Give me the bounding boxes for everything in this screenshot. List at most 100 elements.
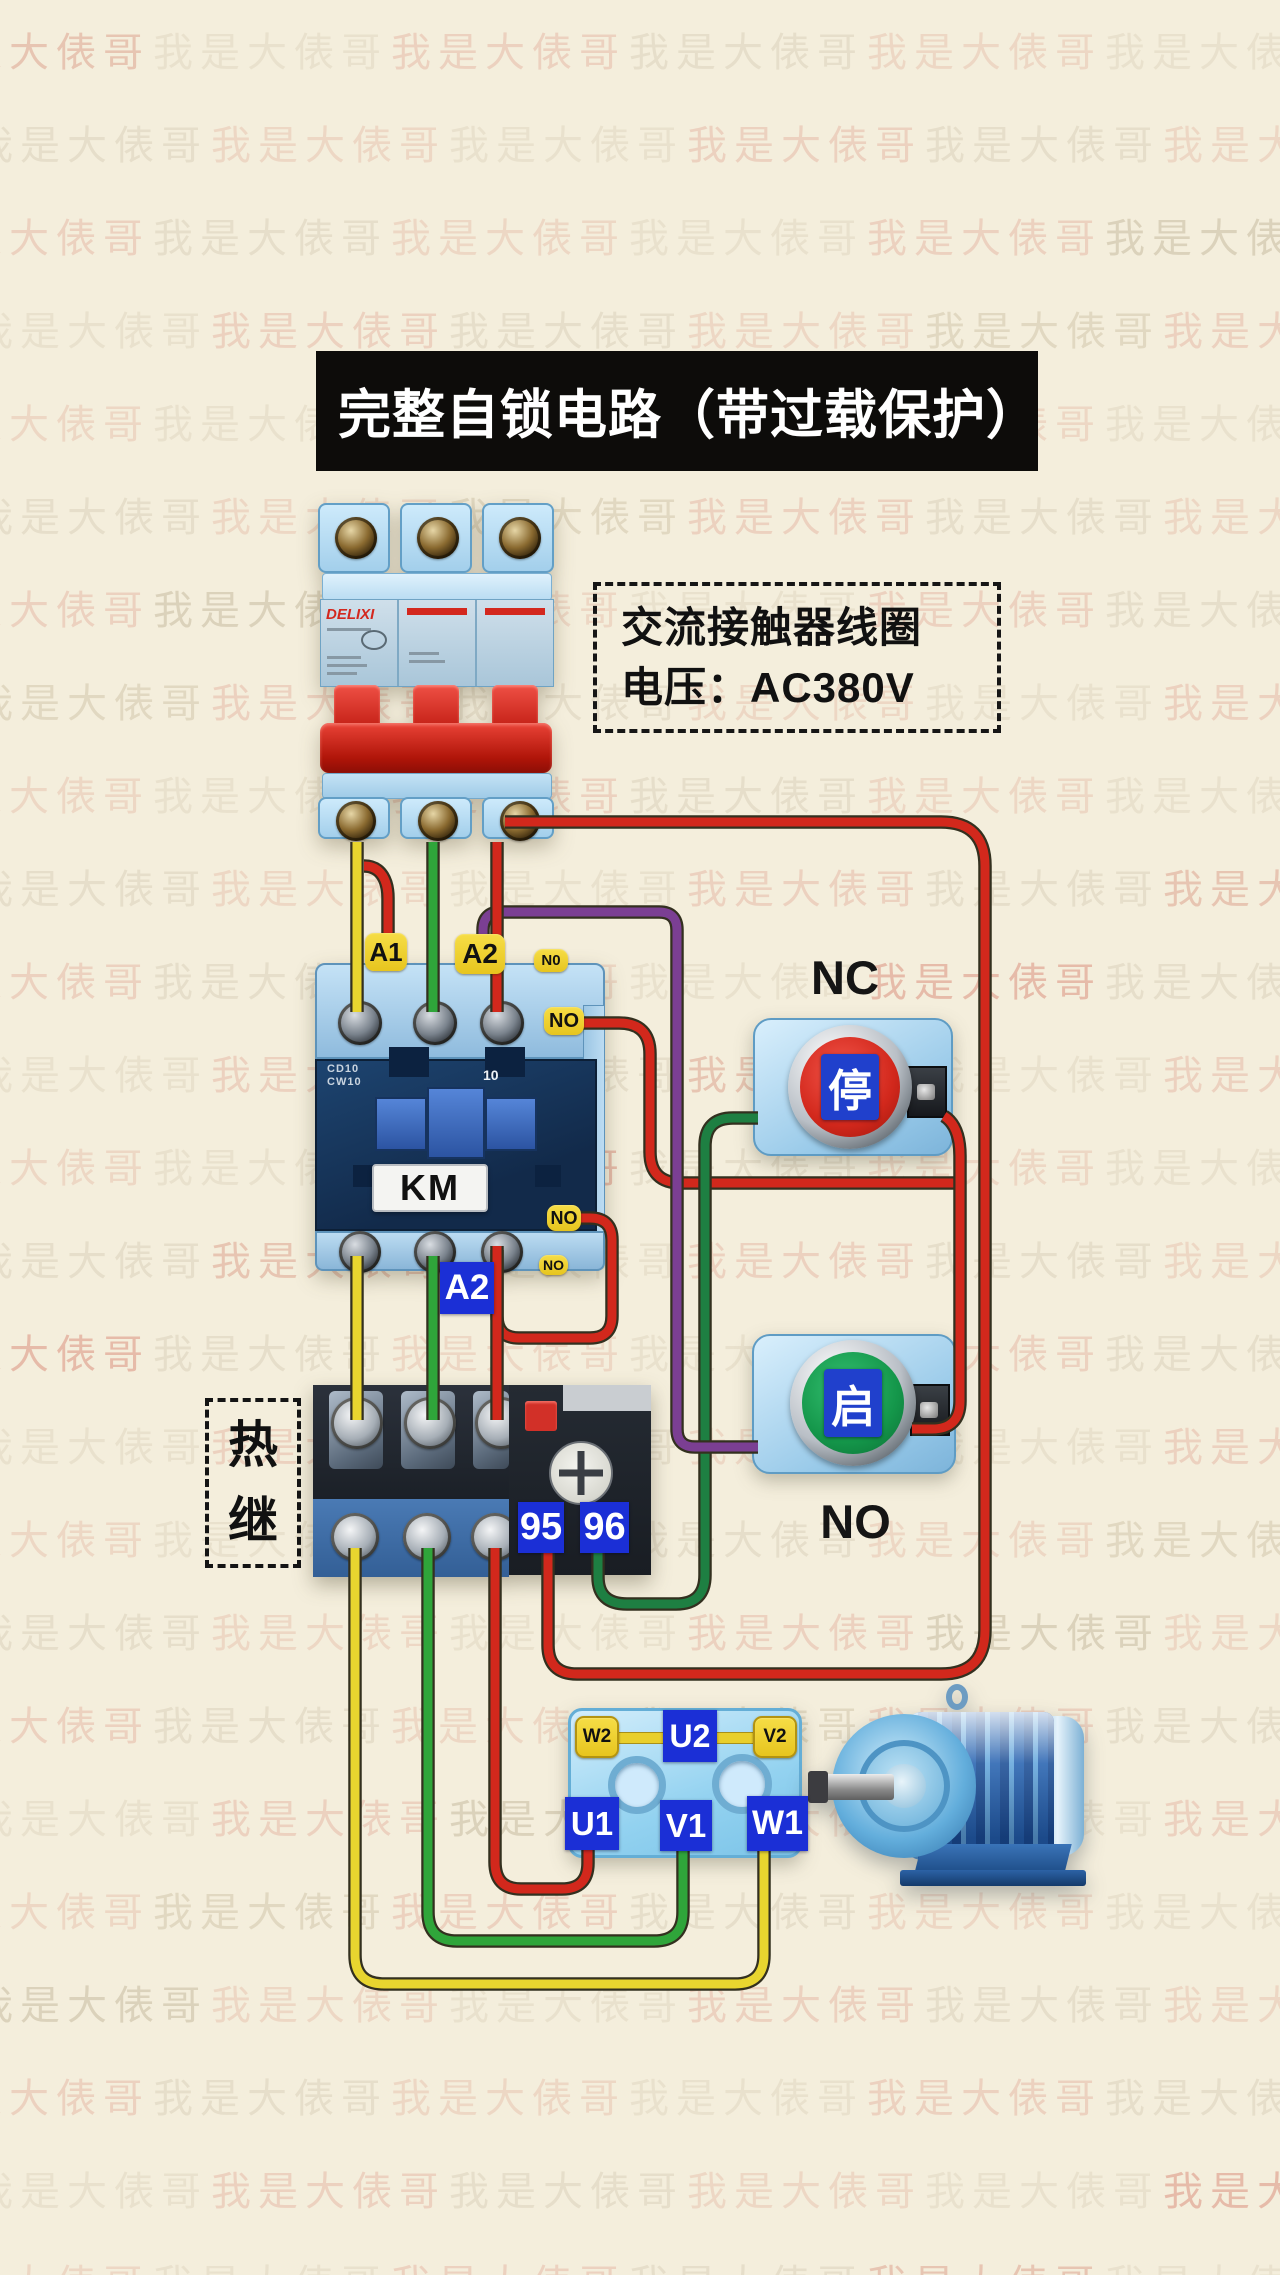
watermark-text: 我是大俵哥 <box>0 775 150 819</box>
breaker-bottom-terminals <box>318 797 554 841</box>
watermark-text: 我是大俵哥 <box>0 2170 208 2214</box>
motor-shaft <box>808 1771 894 1803</box>
watermark-text: 我是大俵哥 <box>925 496 1160 540</box>
watermark-text: 我是大俵哥 <box>925 1612 1160 1656</box>
terminal-tag-w2: W2 <box>575 1716 619 1758</box>
watermark-text: 我是大俵哥 <box>1163 1798 1280 1842</box>
watermark-text: 我是大俵哥 <box>391 2252 626 2275</box>
watermark-text: 我是大俵哥 <box>211 1798 446 1842</box>
watermark-text: 我是大俵哥 <box>1105 2077 1280 2121</box>
screw-icon <box>413 1001 457 1045</box>
watermark-text: 我是大俵哥 <box>687 496 922 540</box>
terminal-tag-w1: W1 <box>747 1796 808 1851</box>
coil-voltage-note: 交流接触器线圈 电压：AC380V <box>593 582 1001 733</box>
screw-icon <box>500 801 540 841</box>
watermark-text: 我是大俵哥 <box>1163 1612 1280 1656</box>
watermark-text: 我是大俵哥 <box>925 2170 1160 2214</box>
watermark-text: 我是大俵哥 <box>0 1612 208 1656</box>
watermark-text: 我是大俵哥 <box>1105 1705 1280 1749</box>
watermark-text: 我是大俵哥 <box>391 2077 626 2121</box>
watermark-text: 我是大俵哥 <box>0 1054 208 1098</box>
watermark-text: 我是大俵哥 <box>153 1891 388 1935</box>
watermark-text: 我是大俵哥 <box>0 496 208 540</box>
screw-icon <box>336 801 376 841</box>
brand-logo: DELIXI <box>326 606 375 623</box>
watermark-text: 我是大俵哥 <box>0 1147 150 1191</box>
contactor-km-tag: KM <box>372 1164 488 1212</box>
watermark-text: 我是大俵哥 <box>153 31 388 75</box>
watermark-text: 我是大俵哥 <box>211 868 446 912</box>
stop-button-char: 停 <box>821 1054 879 1120</box>
watermark-text: 我是大俵哥 <box>0 310 208 354</box>
screw-icon <box>339 1231 381 1273</box>
watermark-text: 我是大俵哥 <box>449 124 684 168</box>
watermark-text: 我是大俵哥 <box>1105 775 1280 819</box>
terminal-tag-96: 96 <box>580 1502 629 1553</box>
watermark-text: 我是大俵哥 <box>449 310 684 354</box>
watermark-text: 我是大俵哥 <box>0 217 150 261</box>
screw-icon <box>499 517 541 559</box>
watermark-text: 我是大俵哥 <box>867 2077 1102 2121</box>
terminal-tag-n0-top: N0 <box>534 949 568 972</box>
thermal-reset-button <box>525 1401 557 1431</box>
contactor-model-line1: CD10 <box>327 1063 360 1075</box>
watermark-text: 我是大俵哥 <box>629 2077 864 2121</box>
terminal-tag-a1: A1 <box>365 933 407 971</box>
watermark-text: 我是大俵哥 <box>153 1705 388 1749</box>
watermark-text: 我是大俵哥 <box>687 2170 922 2214</box>
watermark-text: 我是大俵哥 <box>1105 961 1280 1005</box>
watermark-text: 我是大俵哥 <box>1105 1333 1280 1377</box>
watermark-text: 我是大俵哥 <box>0 1240 208 1284</box>
watermark-text: 我是大俵哥 <box>211 1612 446 1656</box>
screw-icon <box>403 1513 451 1561</box>
watermark-text: 我是大俵哥 <box>925 124 1160 168</box>
thermal-top-terminals <box>313 1385 527 1499</box>
watermark-text: 我是大俵哥 <box>0 961 150 1005</box>
watermark-text: 我是大俵哥 <box>1163 496 1280 540</box>
watermark-text: 我是大俵哥 <box>1163 1054 1280 1098</box>
watermark-text: 我是大俵哥 <box>0 124 208 168</box>
watermark-text: 我是大俵哥 <box>687 1612 922 1656</box>
watermark-text: 我是大俵哥 <box>925 1240 1160 1284</box>
watermark-text: 我是大俵哥 <box>867 775 1102 819</box>
terminal-tag-a2: A2 <box>455 934 505 974</box>
thermal-dial <box>549 1441 613 1505</box>
watermark-text: 我是大俵哥 <box>391 1891 626 1935</box>
watermark-text: 我是大俵哥 <box>1105 1891 1280 1935</box>
terminal-tag-95: 95 <box>518 1502 564 1553</box>
watermark-text: 我是大俵哥 <box>1163 1426 1280 1470</box>
screw-icon <box>338 1001 382 1045</box>
title-bar: 完整自锁电路（带过载保护） <box>316 351 1039 471</box>
watermark-text: 我是大俵哥 <box>1105 1147 1280 1191</box>
watermark-text: 我是大俵哥 <box>0 1798 208 1842</box>
watermark-text: 我是大俵哥 <box>0 682 208 726</box>
breaker-faceplate: DELIXI <box>320 599 554 687</box>
watermark-text: 我是大俵哥 <box>449 868 684 912</box>
screw-icon <box>331 1397 383 1449</box>
breaker-handle <box>320 685 552 773</box>
cert-mark-icon <box>361 630 387 650</box>
watermark-text: 我是大俵哥 <box>1163 1984 1280 2028</box>
watermark-text: 我是大俵哥 <box>1163 310 1280 354</box>
watermark-text: 我是大俵哥 <box>211 124 446 168</box>
motor-eyebolt <box>946 1684 968 1710</box>
watermark-text: 我是大俵哥 <box>153 217 388 261</box>
watermark-text: 我是大俵哥 <box>1163 682 1280 726</box>
watermark-text: 我是大俵哥 <box>925 1054 1160 1098</box>
watermark-text: 我是大俵哥 <box>1163 1240 1280 1284</box>
watermark-text: 我是大俵哥 <box>925 1984 1160 2028</box>
screw-icon <box>404 1397 456 1449</box>
watermark-text: 我是大俵哥 <box>867 961 1102 1005</box>
terminal-tag-v2: V2 <box>753 1716 797 1758</box>
watermark-text: 我是大俵哥 <box>0 868 208 912</box>
breaker-top-terminals <box>318 503 554 573</box>
watermark-text: 我是大俵哥 <box>629 217 864 261</box>
terminal-tag-no-bottom-small: NO <box>539 1255 568 1275</box>
screw-icon <box>417 517 459 559</box>
screw-icon <box>331 1513 379 1561</box>
contactor-rating: 10 <box>483 1067 499 1083</box>
circuit-breaker: DELIXI <box>318 503 554 841</box>
note-line-2: 电压：AC380V <box>621 663 915 711</box>
watermark-text: 我是大俵哥 <box>0 1984 208 2028</box>
